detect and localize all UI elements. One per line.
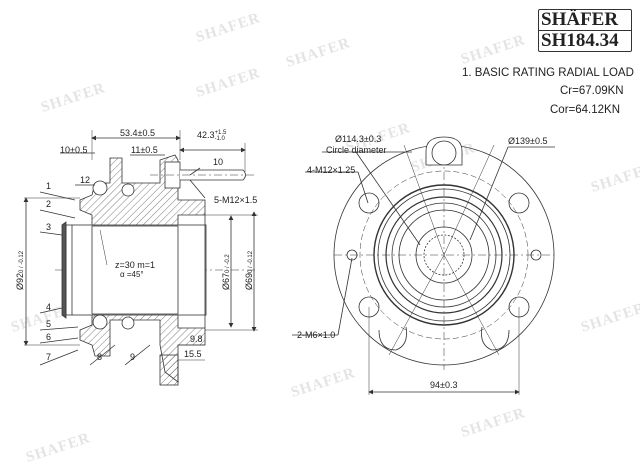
callout-1: 1	[46, 181, 52, 191]
pilot-diameter-2-tol: 0 / -0.12	[248, 250, 254, 273]
spec-cor: Cor=64.12KN	[550, 104, 620, 116]
callout-7: 7	[46, 352, 52, 362]
brand-box: SHÄFER SH184.34	[538, 9, 632, 52]
dim-pilot: 12	[80, 175, 91, 185]
dim-stud-length-value: 42.3	[197, 130, 215, 140]
callout-3: 3	[46, 222, 52, 232]
dim-pilot-diameter-1: Ø670 / -0.2	[221, 254, 231, 290]
tol-upper: +1.5	[214, 130, 227, 136]
aux-thread: 2-M6×1.0	[297, 330, 336, 340]
bolt-circle-label: Circle diameter	[326, 145, 387, 155]
dim-mount-spacing: 94±0.3	[430, 380, 458, 390]
spec-title: 1. BASIC RATING RADIAL LOAD	[462, 67, 634, 79]
dim-flange-thickness-2: 15.5	[184, 349, 202, 359]
pilot-diameter-2-value: Ø69	[244, 272, 254, 290]
dim-flange-thickness-1: 9.8	[190, 334, 203, 344]
mount-thread: 4-M12×1.25	[307, 165, 356, 175]
callout-10: 10	[213, 157, 224, 167]
pressure-angle: α =45°	[120, 270, 144, 279]
part-number: SH184.34	[539, 30, 631, 51]
callout-9: 9	[130, 352, 136, 362]
spec-cr: Cr=67.09KN	[560, 85, 624, 97]
callout-5: 5	[46, 319, 52, 329]
brand-name: SHÄFER	[541, 9, 619, 30]
stud-thread: 5-M12×1.5	[214, 195, 258, 205]
dim-flange-diameter: Ø139±0.5	[508, 136, 548, 146]
dim-overall-width: 53.4±0.5	[120, 128, 155, 138]
dim-outer-diameter: Ø920 / -0.12	[15, 251, 25, 290]
outer-diameter-value: Ø92	[15, 272, 25, 290]
pilot-diameter-1-value: Ø67	[221, 272, 231, 290]
dim-stud-length-tol: +1.5-1.0	[215, 130, 227, 142]
dim-flange-offset: 11±0.5	[131, 145, 158, 155]
callout-2: 2	[46, 199, 52, 209]
callout-4: 4	[46, 302, 52, 312]
spline-teeth: z=30 m=1	[115, 260, 156, 270]
pilot-diameter-1-tol: 0 / -0.2	[225, 254, 231, 273]
outer-diameter-tol: 0 / -0.12	[19, 250, 25, 273]
dim-bolt-circle: Ø114.3±0.3	[335, 134, 382, 144]
dim-inner-offset: 10±0.5	[60, 145, 88, 155]
callout-6: 6	[46, 332, 52, 342]
tol-lower: -1.0	[214, 136, 225, 142]
dim-stud-length: 42.3+1.5-1.0	[197, 130, 226, 142]
callout-8: 8	[97, 352, 103, 362]
dim-pilot-diameter-2: Ø690 / -0.12	[244, 251, 254, 290]
